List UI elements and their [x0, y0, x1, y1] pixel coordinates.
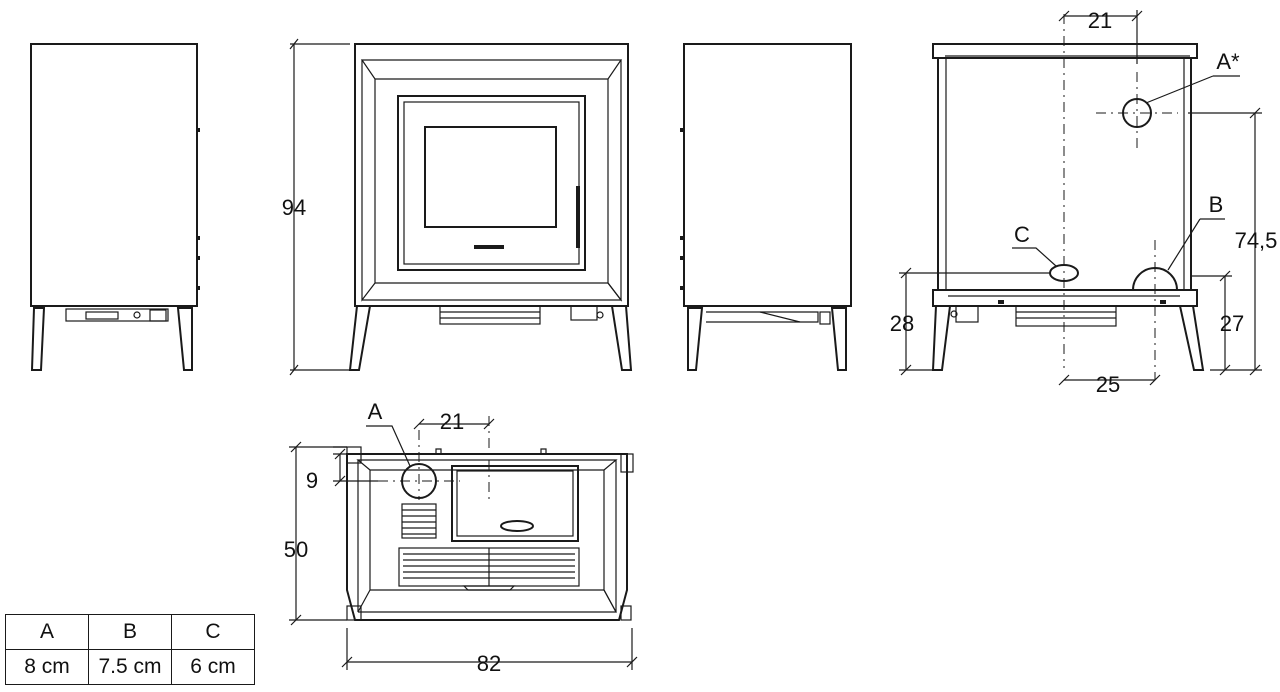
top-dimensions — [289, 418, 638, 670]
connection-a-rear-label: A* — [1216, 49, 1240, 74]
rear-b-height-label: 27 — [1220, 311, 1244, 336]
table-value-c: 6 cm — [171, 649, 255, 685]
height-dimension — [289, 38, 350, 376]
table-value-b: 7.5 cm — [88, 649, 172, 685]
front-view — [348, 43, 633, 371]
left-side-view — [30, 43, 200, 371]
rear-offset-label: 21 — [1088, 8, 1112, 33]
table-header-row: A B C — [5, 614, 255, 650]
top-offset-label: 21 — [440, 409, 464, 434]
rear-width-label: 25 — [1096, 372, 1120, 397]
connection-a-top-label: A — [368, 399, 383, 424]
table-value-a: 8 cm — [5, 649, 89, 685]
table-header-c: C — [171, 614, 255, 650]
connection-c-label: C — [1014, 222, 1030, 247]
height-label: 94 — [282, 195, 306, 220]
top-flue-depth-label: 9 — [306, 468, 318, 493]
table-row: 8 cm 7.5 cm 6 cm — [5, 649, 255, 685]
rear-flue-height-label: 74,5 — [1235, 228, 1278, 253]
rear-c-height-label: 28 — [890, 311, 914, 336]
top-view — [346, 416, 634, 621]
rear-view — [931, 14, 1205, 380]
table-header-b: B — [88, 614, 172, 650]
connection-size-table: A B C 8 cm 7.5 cm 6 cm — [5, 614, 255, 685]
table-header-a: A — [5, 614, 89, 650]
top-width-label: 82 — [477, 651, 501, 676]
rear-dimensions — [899, 10, 1262, 386]
connection-b-label: B — [1209, 192, 1224, 217]
top-depth-label: 50 — [284, 537, 308, 562]
right-side-view — [680, 43, 852, 371]
